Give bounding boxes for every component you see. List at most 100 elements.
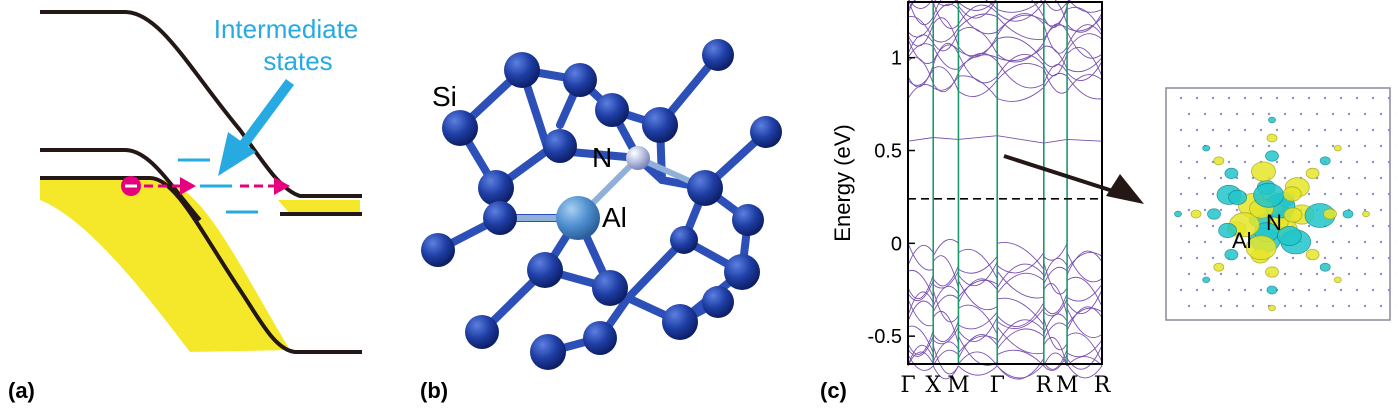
intermediate-arrow-head bbox=[218, 132, 256, 176]
lattice-dot bbox=[1211, 224, 1215, 228]
panel-b-label: (b) bbox=[420, 378, 449, 403]
conduction-band-10 bbox=[907, 0, 1103, 33]
lattice-dot bbox=[1243, 288, 1247, 292]
conduction-band-9 bbox=[907, 3, 1103, 38]
lattice-dot bbox=[1299, 144, 1303, 148]
conduction-band-1 bbox=[907, 62, 1103, 97]
lattice-dot bbox=[1307, 224, 1311, 228]
lattice-dot bbox=[1387, 288, 1391, 292]
depletion-fill bbox=[40, 178, 290, 352]
lattice-dot bbox=[1379, 272, 1383, 276]
lattice-dot bbox=[1355, 128, 1359, 132]
pointer-arrow-shaft bbox=[1003, 154, 1117, 194]
lattice-dot bbox=[1379, 304, 1383, 308]
lattice-dot bbox=[1331, 144, 1335, 148]
lattice-dot bbox=[1227, 128, 1231, 132]
conduction-band-12 bbox=[907, 0, 1103, 13]
lattice-dot bbox=[1307, 192, 1311, 196]
lattice-dot bbox=[1283, 272, 1287, 276]
lattice-dot bbox=[1363, 176, 1367, 180]
lattice-dot bbox=[1307, 128, 1311, 132]
lattice-dot bbox=[1275, 96, 1279, 100]
lattice-dot bbox=[1235, 304, 1239, 308]
conduction-band-11 bbox=[908, 0, 1071, 28]
conduction-band-4 bbox=[907, 43, 1103, 73]
band-lines bbox=[907, 0, 1103, 380]
lattice-dot bbox=[1339, 288, 1343, 292]
valence-band-8 bbox=[907, 306, 1103, 355]
lattice-dot bbox=[1195, 192, 1199, 196]
isosurface-positive-lobe bbox=[1333, 276, 1342, 283]
lattice-dot bbox=[1203, 272, 1207, 276]
lattice-dot bbox=[1275, 256, 1279, 260]
lattice-dot bbox=[1331, 176, 1335, 180]
isosurface-negative-lobe bbox=[1342, 209, 1354, 219]
lattice-dot bbox=[1243, 128, 1247, 132]
isosurface-negative-lobe bbox=[1202, 144, 1211, 152]
lattice-dot bbox=[1195, 96, 1199, 100]
isosurface-positive-lobe bbox=[1266, 133, 1278, 143]
lattice-dot bbox=[1339, 256, 1343, 260]
lattice-dot bbox=[1387, 128, 1391, 132]
label-n: N bbox=[592, 142, 612, 173]
isosurface-positive-lobe bbox=[1333, 144, 1342, 152]
lattice-dot bbox=[1283, 304, 1287, 308]
lattice-dot bbox=[1363, 304, 1367, 308]
lattice-dot bbox=[1371, 160, 1375, 164]
lattice-dot bbox=[1379, 240, 1383, 244]
lattice-dot bbox=[1219, 208, 1223, 212]
lattice-dot bbox=[1219, 112, 1223, 116]
lattice-dot bbox=[1363, 240, 1367, 244]
lattice-dot bbox=[1299, 304, 1303, 308]
lattice-dot bbox=[1363, 112, 1367, 116]
lattice-dot bbox=[1211, 256, 1215, 260]
lattice-dot bbox=[1267, 144, 1271, 148]
valence-band-13 bbox=[907, 351, 1103, 380]
lattice-dot bbox=[1315, 144, 1319, 148]
lattice-dot bbox=[1379, 208, 1383, 212]
valence-band-2 bbox=[907, 250, 1103, 300]
isosurface-negative-lobe bbox=[1265, 150, 1279, 162]
y-tick-label: -0.5 bbox=[868, 326, 902, 348]
lattice-dot bbox=[1387, 224, 1391, 228]
isosurface-positive-lobe bbox=[1323, 208, 1337, 220]
panel-a-label: (a) bbox=[8, 378, 35, 403]
lattice-dot bbox=[1299, 272, 1303, 276]
lattice-dot bbox=[1323, 256, 1327, 260]
valence-band-4 bbox=[907, 272, 1103, 315]
lattice-dot bbox=[1371, 256, 1375, 260]
lattice-dot bbox=[1227, 160, 1231, 164]
al-atom bbox=[556, 196, 600, 240]
lattice-dot bbox=[1387, 96, 1391, 100]
lattice-dot bbox=[1275, 160, 1279, 164]
lattice-dot bbox=[1347, 112, 1351, 116]
y-tick-label: 0 bbox=[891, 233, 902, 255]
conduction-band-2 bbox=[907, 52, 1103, 93]
pointer-arrow-head-svg bbox=[1106, 174, 1144, 204]
valence-band-0 bbox=[907, 239, 1103, 274]
lattice-dot bbox=[1299, 112, 1303, 116]
lattice-dot bbox=[1179, 96, 1183, 100]
si-atoms bbox=[421, 39, 782, 370]
lattice-dot bbox=[1283, 144, 1287, 148]
lattice-dot bbox=[1355, 224, 1359, 228]
annotation-intermediate: Intermediate bbox=[214, 14, 359, 44]
lattice-dot bbox=[1291, 256, 1295, 260]
lattice-dot bbox=[1179, 256, 1183, 260]
lattice-dot bbox=[1195, 256, 1199, 260]
lattice-dot bbox=[1179, 192, 1183, 196]
lattice-dot bbox=[1179, 160, 1183, 164]
isosurface-negative-lobe bbox=[1268, 116, 1276, 124]
lattice-dot bbox=[1331, 272, 1335, 276]
lattice-dot bbox=[1355, 160, 1359, 164]
lattice-dot bbox=[1323, 96, 1327, 100]
lattice-dot bbox=[1179, 224, 1183, 228]
lattice-dot bbox=[1187, 112, 1191, 116]
isosurface-negative-lobe bbox=[1253, 182, 1284, 208]
plot-frame bbox=[907, 1, 1103, 365]
lattice-dot bbox=[1347, 144, 1351, 148]
lattice-dot bbox=[1195, 160, 1199, 164]
lattice-dot bbox=[1355, 256, 1359, 260]
x-tick-label: R bbox=[1094, 373, 1112, 398]
lattice-dot bbox=[1203, 176, 1207, 180]
